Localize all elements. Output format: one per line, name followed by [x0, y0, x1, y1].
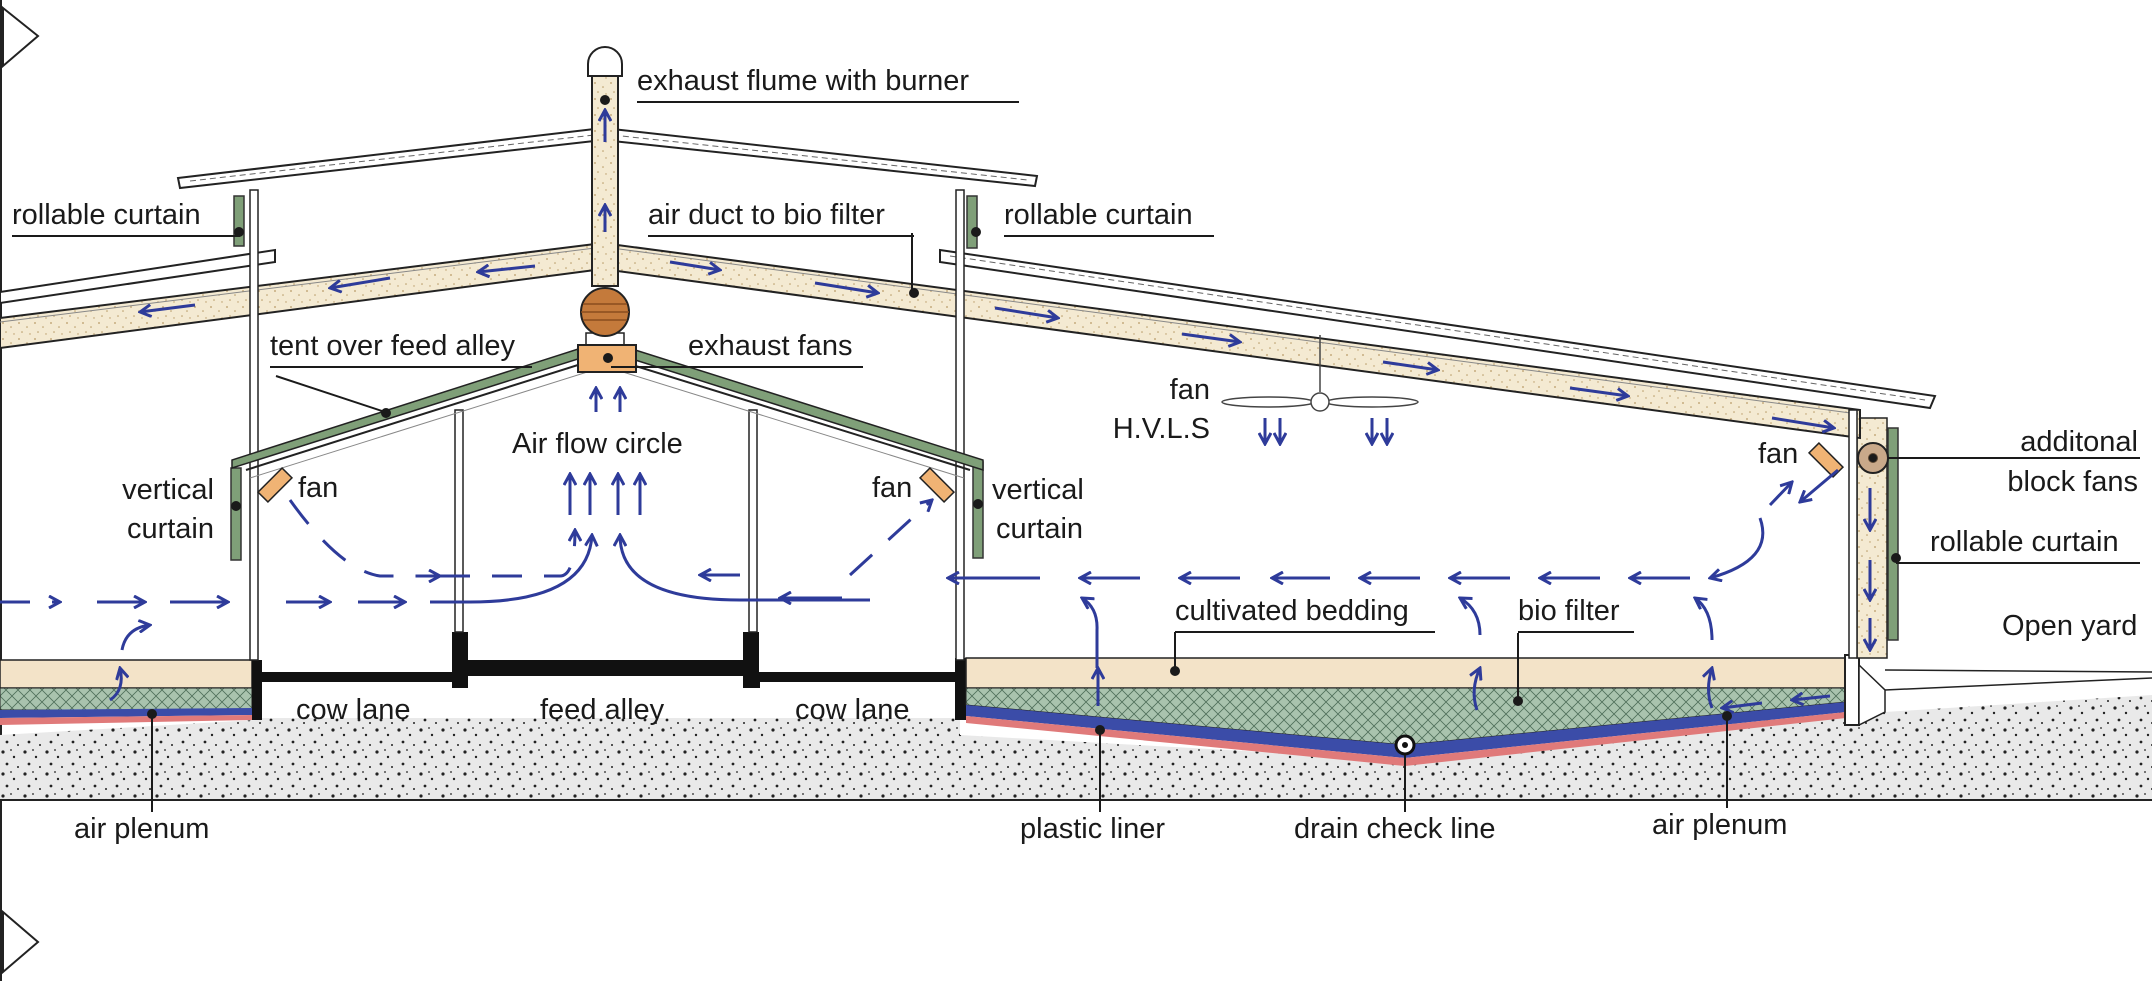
- rollable-curtain-left-shape: [233, 195, 245, 247]
- label-drain-check-line: drain check line: [1294, 813, 1496, 845]
- label-rollable-curtain-mid: rollable curtain: [1004, 201, 1214, 237]
- label-fan-left: fan: [298, 472, 339, 504]
- left-bedding: [0, 659, 253, 725]
- fan-center-right-icon: [918, 466, 956, 504]
- label-feed-alley: feed alley: [540, 694, 665, 726]
- columns: [249, 189, 1858, 661]
- label-additional-block-fans-2: block fans: [2007, 466, 2138, 498]
- label-rollable-curtain-left: rollable curtain: [12, 201, 240, 237]
- burner-cap-icon: [587, 46, 623, 77]
- right-bedding-bio-filter: [965, 657, 1847, 766]
- vertical-curtain-right-shape: [972, 461, 984, 559]
- air-flow-arrows: [0, 110, 1870, 710]
- label-exhaust-flume: exhaust flume with burner: [637, 67, 1019, 103]
- label-fan-center-right: fan: [872, 472, 913, 504]
- label-vertical-curtain-right-1: vertical: [992, 474, 1084, 506]
- label-air-flow-circle: Air flow circle: [512, 428, 683, 460]
- vertical-curtain-left-shape: [230, 467, 242, 561]
- label-tent-over-feed-alley: tent over feed alley: [270, 332, 532, 368]
- label-air-duct: air duct to bio filter: [648, 201, 914, 237]
- label-additional-block-fans-1: additonal: [2020, 426, 2138, 458]
- frame-marker-top: [1, 5, 40, 69]
- frame-marker-bottom: [1, 909, 40, 975]
- curtains: [230, 195, 1899, 641]
- label-fan-hvls-2: H.V.L.S: [1112, 413, 1210, 445]
- label-rollable-curtain-right: rollable curtain: [1896, 528, 2140, 564]
- label-vertical-curtain-right-2: curtain: [996, 513, 1084, 545]
- rollable-curtain-right-shape: [1887, 427, 1899, 641]
- label-cow-lane-left: cow lane: [296, 694, 411, 726]
- rollable-curtain-mid-shape: [966, 195, 978, 249]
- label-vertical-curtain-left-1: vertical: [122, 474, 214, 506]
- label-cultivated-bedding: cultivated bedding: [1175, 597, 1435, 633]
- label-exhaust-fans: exhaust fans: [611, 332, 863, 368]
- label-plastic-liner: plastic liner: [1020, 813, 1166, 845]
- label-fan-right: fan: [1758, 438, 1799, 470]
- roofs: [0, 126, 1937, 410]
- label-air-plenum-right: air plenum: [1652, 809, 1788, 841]
- air-ducts: [0, 46, 1861, 440]
- label-air-plenum-left: air plenum: [74, 813, 210, 845]
- hvls-fan-icon: [1221, 335, 1419, 412]
- ground: [0, 695, 2152, 801]
- label-fan-hvls-1: fan: [1169, 374, 1210, 406]
- cow-lanes-and-feed-alley: [252, 632, 966, 720]
- label-vertical-curtain-left-2: curtain: [126, 513, 214, 545]
- label-open-yard: Open yard: [2002, 610, 2138, 642]
- fan-right-icon: [1807, 441, 1845, 479]
- fan-left-icon: [256, 466, 294, 504]
- leader-lines: [147, 95, 2140, 812]
- label-cow-lane-right: cow lane: [795, 694, 910, 726]
- label-bio-filter: bio filter: [1518, 597, 1634, 633]
